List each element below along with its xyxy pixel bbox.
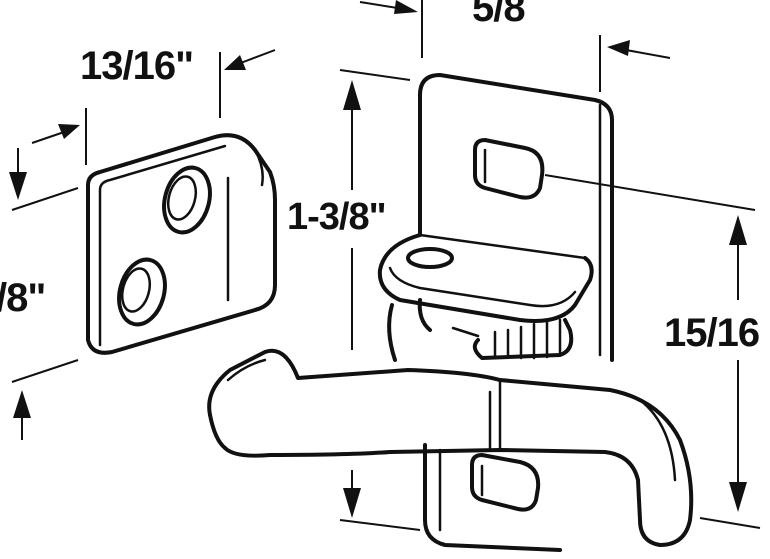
label-top-width: 5/8	[472, 0, 526, 30]
spring	[451, 318, 574, 360]
dimension-overall-height	[544, 174, 761, 529]
strike-screw-hole-upper	[162, 165, 212, 235]
flange-hole	[406, 247, 454, 269]
dimension-catch-height	[339, 69, 421, 531]
label-plate-height: /8"	[0, 276, 46, 320]
dimension-plate-width	[31, 49, 276, 165]
elbow-catch	[207, 73, 694, 552]
dimension-plate-height	[9, 148, 79, 440]
label-overall-height: 15/16	[664, 311, 760, 355]
label-catch-height: 1-3/8"	[287, 196, 387, 238]
label-plate-width: 13/16"	[80, 44, 194, 88]
strike-screw-hole-lower	[117, 257, 167, 327]
dimension-top-width	[359, 0, 671, 92]
strike-plate	[86, 133, 277, 355]
